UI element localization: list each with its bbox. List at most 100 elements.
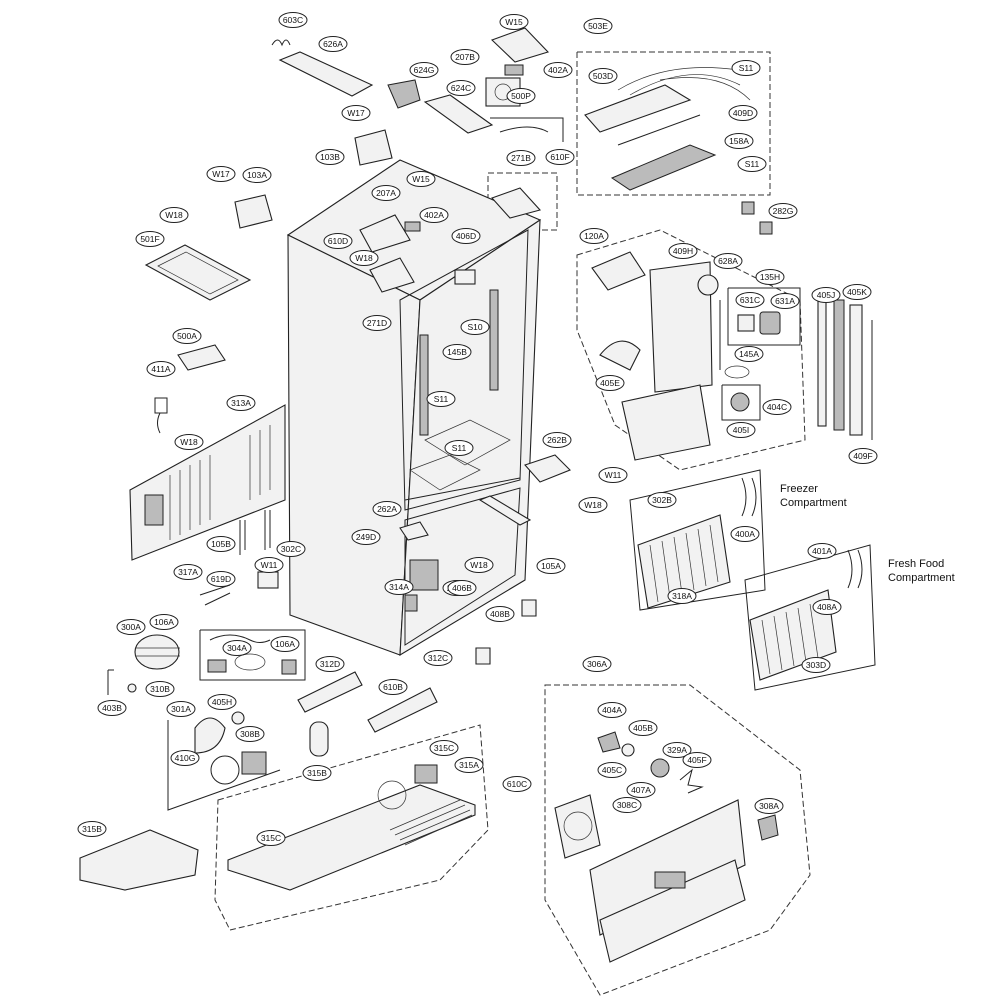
part-207b (490, 27, 550, 63)
callout-label-text: 271D (367, 318, 387, 328)
part-262b (524, 454, 571, 483)
callout-label: 501F (135, 231, 165, 247)
part-624c (423, 94, 494, 134)
callout-label: 409F (848, 448, 878, 464)
callout-label: 308B (235, 726, 265, 742)
callout-label-text: 145B (447, 347, 467, 357)
callout-label: 315C (429, 740, 459, 756)
part-408a (637, 514, 731, 609)
part-411a (154, 397, 168, 434)
callout-label: 145B (442, 344, 472, 360)
callout-label-text: 315A (459, 760, 479, 770)
callout-label: 207A (371, 185, 401, 201)
part-405j (817, 297, 827, 427)
callout-label-text: 410G (175, 753, 196, 763)
callout-label-text: 120A (584, 231, 604, 241)
part-409f (849, 304, 863, 436)
callout-label-text: 315B (307, 768, 327, 778)
callout-label-text: 610C (507, 779, 527, 789)
callout-label-text: 406B (452, 583, 472, 593)
callout-label-text: W18 (165, 210, 183, 220)
callout-label-text: 402A (548, 65, 568, 75)
callout-label-text: W18 (180, 437, 198, 447)
callout-label-text: W17 (212, 169, 230, 179)
part-402a-top (504, 64, 524, 76)
callout-label: 503D (588, 68, 618, 84)
callout-label-text: 308A (759, 801, 779, 811)
part-400a (741, 477, 757, 517)
callout-label-text: 403B (102, 703, 122, 713)
callout-label: 315B (77, 821, 107, 837)
callout-label: 300A (116, 619, 146, 635)
callout-label: 308C (612, 797, 642, 813)
callout-label: 282G (768, 203, 798, 219)
callout-label: 401A (807, 543, 837, 559)
callout-label-text: 405I (733, 425, 750, 435)
callout-label-text: 610B (383, 682, 403, 692)
callout-label: W18 (174, 434, 204, 450)
callout-label-text: W15 (412, 174, 430, 184)
callout-label: 103A (242, 167, 272, 183)
callout-label: 135H (755, 269, 785, 285)
callout-label: W18 (349, 250, 379, 266)
callout-label-text: 302B (652, 495, 672, 505)
part-303d (209, 634, 271, 643)
callout-label-text: 408B (490, 609, 510, 619)
callout-label-text: W15 (505, 17, 523, 27)
callout-label-text: 135H (760, 272, 780, 282)
part-304a (281, 659, 297, 675)
part-401a (847, 549, 863, 589)
outline-303d (199, 629, 306, 681)
part-313a (129, 404, 286, 561)
part-308c (194, 717, 226, 754)
callout-label: 500A (172, 328, 202, 344)
part-106a-2 (475, 647, 491, 665)
part-628a (697, 274, 719, 296)
callout-label: 103B (315, 149, 345, 165)
part-249c (478, 495, 532, 526)
callout-label: 314A (384, 579, 414, 595)
part-631a (759, 311, 781, 335)
callout-label-text: 503E (588, 21, 608, 31)
callout-label: 411A (146, 361, 176, 377)
callout-label: 405B (628, 720, 658, 736)
part-405e (599, 340, 641, 371)
callout-label-text: 308C (617, 800, 637, 810)
part-610b-panel (589, 799, 746, 936)
callout-label-text: 249D (356, 532, 376, 542)
callout-label-text: W18 (470, 560, 488, 570)
callout-label-text: 207A (376, 188, 396, 198)
callout-label-text: 310B (150, 684, 170, 694)
callout-label-text: 610D (328, 236, 348, 246)
callout-label-text: 405K (847, 287, 867, 297)
callout-label: 631C (735, 292, 765, 308)
part-301a (241, 751, 267, 775)
part-624g (387, 79, 421, 109)
callout-label-text: 407A (631, 785, 651, 795)
callout-label: S11 (444, 440, 474, 456)
callout-label: 313A (226, 395, 256, 411)
callout-label: 312D (315, 656, 345, 672)
part-105b (264, 510, 271, 550)
callout-label: 409D (728, 105, 758, 121)
callout-label: S11 (426, 391, 456, 407)
callout-label-text: 501F (140, 234, 159, 244)
part-406d (454, 269, 476, 285)
part-106a-1 (521, 599, 537, 617)
callout-labels: 603C626AW15207B402A624G624C500P503ES1150… (77, 12, 878, 846)
callout-label: 610C (502, 776, 532, 792)
callout-label-text: 402A (424, 210, 444, 220)
callout-label-text: W11 (605, 470, 622, 480)
callout-label-text: S11 (434, 394, 449, 404)
callout-label-text: 500P (511, 91, 531, 101)
callout-label-text: S11 (739, 63, 754, 73)
outline-404c (721, 384, 761, 421)
callout-label-text: 631A (775, 296, 795, 306)
part-310b (107, 669, 114, 695)
callout-label: 317A (173, 564, 203, 580)
part-402a-mid (404, 221, 421, 232)
callout-label-text: 315C (434, 743, 454, 753)
outline-503e (576, 51, 771, 196)
callout-label: 503E (583, 18, 613, 34)
callout-label: 120A (579, 228, 609, 244)
